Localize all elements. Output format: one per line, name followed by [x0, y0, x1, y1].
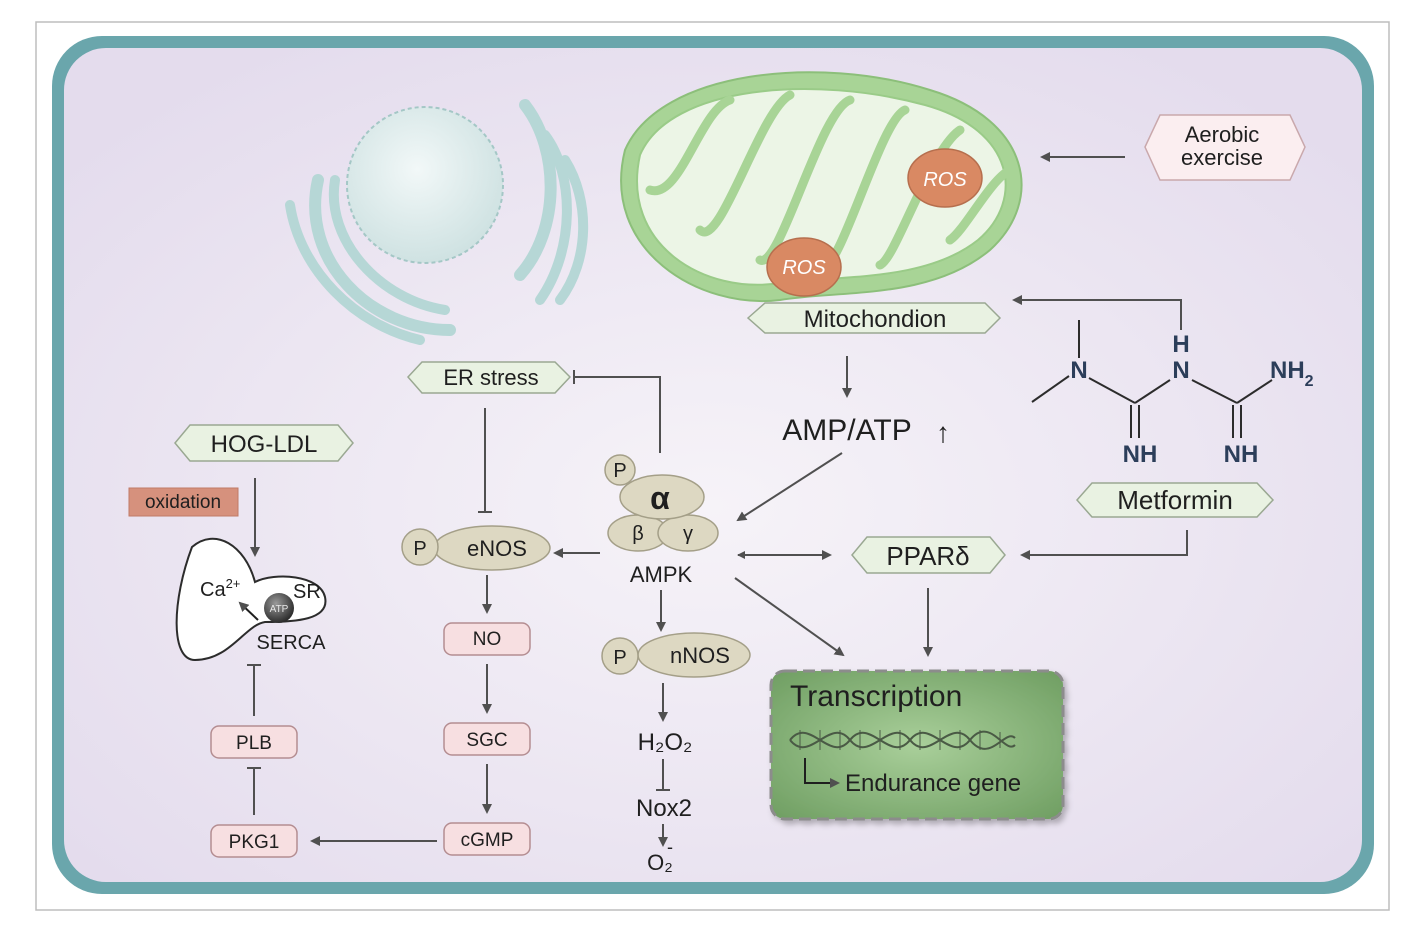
- nox2-label: Nox2: [636, 795, 692, 822]
- ros-ellipse-2: [766, 237, 842, 297]
- metformin-n-middle: N: [1172, 357, 1189, 384]
- dna-helix-icon: [789, 730, 1016, 750]
- aerobic-exercise-line1: Aerobic: [1185, 122, 1260, 147]
- mitochondrion-label-box: [746, 302, 1002, 334]
- nnos-phospho-label: P: [613, 647, 626, 669]
- ppar-label: PPARδ: [886, 541, 969, 571]
- hog-ldl-label: HOG-LDL: [211, 431, 318, 458]
- ppar-box: [851, 536, 1006, 574]
- enos-label: eNOS: [467, 536, 527, 561]
- aerobic-exercise-box: [1144, 114, 1306, 181]
- nucleus-er-illustration: [285, 99, 589, 345]
- oxidation-label: oxidation: [145, 492, 221, 513]
- ampk-gamma-label: γ: [683, 523, 693, 545]
- ampk-label: AMPK: [630, 562, 693, 587]
- mitochondrion-label: Mitochondion: [804, 306, 947, 333]
- oxidation-box: [128, 487, 239, 517]
- ros-label-2: ROS: [782, 257, 826, 279]
- sgc-box: [443, 722, 531, 756]
- atp-circle: [264, 593, 294, 623]
- plb-box: [210, 725, 298, 759]
- pkg1-box: [210, 824, 298, 858]
- inhibit-ampk-er-stress: [573, 370, 661, 453]
- ampk-phospho-circle: [604, 454, 636, 486]
- nnos-label: nNOS: [670, 643, 730, 668]
- arrow-ampatp-to-ampk: [736, 452, 843, 522]
- endurance-gene-label: Endurance gene: [845, 770, 1021, 797]
- arrow-ampk-to-transcription: [734, 577, 845, 657]
- h2o2-label: H₂O₂: [638, 729, 693, 756]
- metformin-label: Metformin: [1117, 485, 1233, 515]
- mitochondrion-illustration: [620, 71, 1023, 303]
- arrow-metformin-to-mito: [1012, 295, 1182, 330]
- ampk-beta-label: β: [632, 523, 644, 545]
- er-stress-box: [406, 361, 572, 394]
- sarcoplasmic-reticulum: [175, 537, 327, 662]
- metformin-nh-right: NH: [1224, 441, 1259, 468]
- ampk-phospho-label: P: [613, 460, 626, 482]
- nnos-phospho-circle: [601, 637, 639, 675]
- cgmp-box: [443, 822, 531, 856]
- serca-label: SERCA: [257, 632, 327, 654]
- metformin-n-left: N: [1070, 357, 1087, 384]
- ros-ellipse-1: [907, 148, 983, 208]
- ros-label-1: ROS: [923, 169, 967, 191]
- ampk-alpha-subunit: [619, 474, 705, 520]
- metformin-structure: [1031, 320, 1273, 438]
- pkg1-label: PKG1: [229, 832, 280, 853]
- er-stress-label: ER stress: [443, 365, 538, 390]
- ampk-complex: [604, 454, 719, 552]
- calcium-label: Ca2+: [200, 576, 240, 601]
- sr-label: SR: [293, 581, 321, 603]
- sgc-label: SGC: [466, 730, 507, 751]
- ampk-alpha-label: α: [650, 480, 670, 516]
- no-label: NO: [473, 629, 502, 650]
- enos-phospho-label: P: [413, 538, 426, 560]
- cgmp-label: cGMP: [461, 830, 514, 851]
- superoxide-charge: -: [667, 837, 673, 857]
- calcium-uptake-arrow: [238, 601, 259, 621]
- gene-start-arrow: [804, 758, 840, 788]
- transcription-title: Transcription: [790, 680, 962, 713]
- metformin-nh-left: NH: [1123, 441, 1158, 468]
- amp-atp-ratio: AMP/ATP: [782, 414, 911, 447]
- increase-arrow: ↑: [936, 417, 950, 448]
- metformin-label-box: [1075, 482, 1275, 518]
- metformin-h-top: H: [1172, 331, 1189, 358]
- superoxide-label: O₂: [647, 850, 673, 875]
- arrow-metformin-to-ppar: [1020, 530, 1188, 560]
- plb-label: PLB: [236, 733, 272, 754]
- hog-ldl-box: [174, 424, 354, 462]
- enos-phospho-circle: [401, 528, 439, 566]
- no-box: [443, 622, 531, 656]
- metformin-nh2: NH2: [1270, 357, 1314, 390]
- aerobic-exercise-line2: exercise: [1181, 145, 1263, 170]
- atp-label: ATP: [270, 604, 289, 615]
